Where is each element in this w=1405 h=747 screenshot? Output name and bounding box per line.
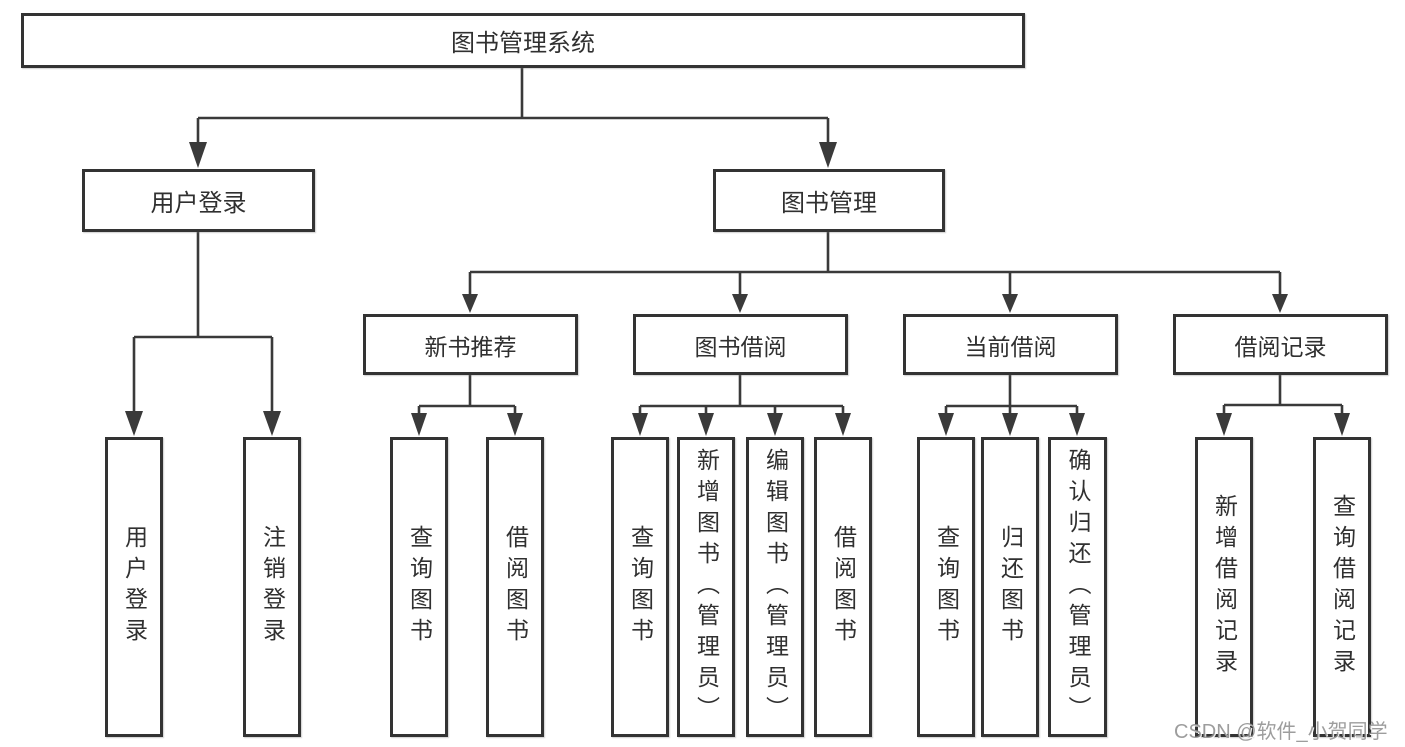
leaf-query-books-recommend: 查询图书 xyxy=(390,437,448,737)
node-borrowing-records: 借阅记录 xyxy=(1173,314,1388,375)
node-library-management-system: 图书管理系统 xyxy=(21,13,1025,68)
node-book-management: 图书管理 xyxy=(713,169,945,232)
node-user-login: 用户登录 xyxy=(82,169,315,232)
leaf-query-books-current: 查询图书 xyxy=(917,437,975,737)
leaf-add-book-admin: 新增图书（管理员） xyxy=(677,437,735,737)
leaf-add-borrow-record: 新增借阅记录 xyxy=(1195,437,1253,737)
leaf-borrow-books-recommend: 借阅图书 xyxy=(486,437,544,737)
node-book-borrowing: 图书借阅 xyxy=(633,314,848,375)
leaf-query-borrow-record: 查询借阅记录 xyxy=(1313,437,1371,737)
leaf-user-login: 用户登录 xyxy=(105,437,163,737)
leaf-borrow-books-borrowing: 借阅图书 xyxy=(814,437,872,737)
leaf-logout: 注销登录 xyxy=(243,437,301,737)
leaf-edit-book-admin: 编辑图书（管理员） xyxy=(746,437,804,737)
leaf-confirm-return-admin: 确认归还（管理员） xyxy=(1048,437,1107,737)
node-current-borrowing: 当前借阅 xyxy=(903,314,1118,375)
leaf-query-books-borrowing: 查询图书 xyxy=(611,437,669,737)
arrowhead-icons xyxy=(125,142,1350,436)
csdn-watermark: CSDN @软件_小贺同学 xyxy=(1174,721,1388,743)
leaf-return-book: 归还图书 xyxy=(981,437,1039,737)
node-new-book-recommendation: 新书推荐 xyxy=(363,314,578,375)
